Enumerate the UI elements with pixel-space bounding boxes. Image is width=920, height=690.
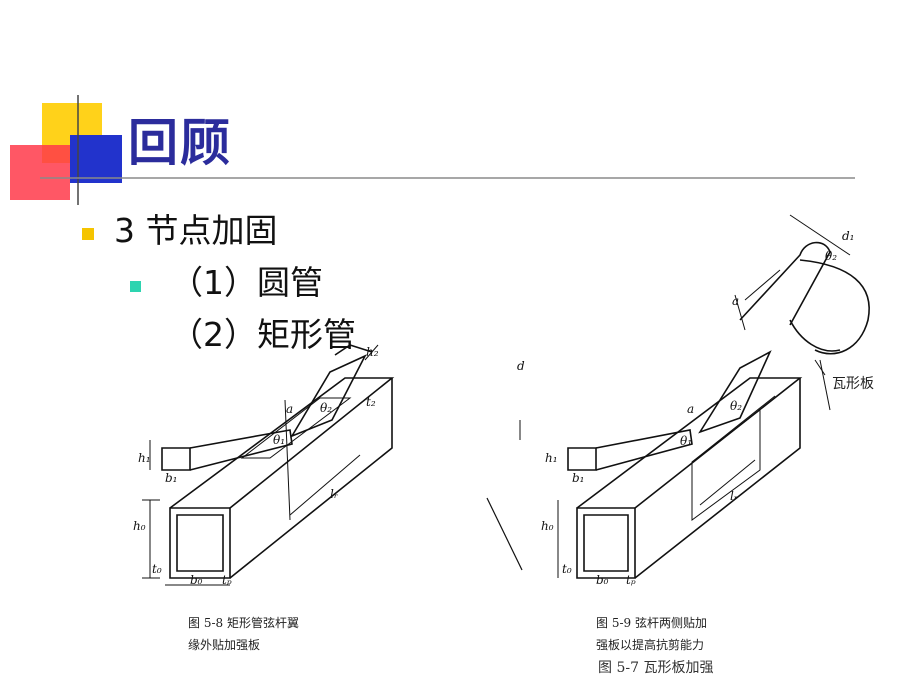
label-t2: t₂ [366,395,376,409]
bullet-square-yellow [82,228,94,240]
label-a-fig57: a [732,294,739,308]
caption-figure-5-9-line2: 强板以提高抗剪能力 [596,638,705,652]
bullet-text-joint-reinforcement: 3 节点加固 [114,211,278,250]
label-d1: d₁ [842,229,855,243]
figure-5-9-drawing [486,350,803,579]
figure-5-8-drawing [142,344,395,586]
label-tp: tₚ [222,573,232,587]
slide-title: 回顾 [128,114,232,172]
label-theta2-fig59: θ₂ [730,399,742,413]
label-saddle-plate: 瓦形板 [832,376,874,392]
label-h2: h₂ [366,345,379,359]
label-d: d [517,359,525,373]
caption-figure-5-9: 图 5-9 弦杆两侧贴加 强板以提高抗剪能力 [596,612,707,656]
bullet-text-round-tube: （1）圆管 [170,263,323,302]
bullet-square-teal [130,281,141,292]
caption-figure-5-9-line1: 图 5-9 弦杆两侧贴加 [596,616,707,630]
label-theta2-fig57: θ₂ [825,249,837,263]
caption-figure-5-8: 图 5-8 矩形管弦杆翼 缘外贴加强板 [188,612,299,656]
caption-figure-5-7: 图 5-7 瓦形板加强 [598,660,714,676]
label-h0: h₀ [133,519,146,533]
label-a-fig59: a [687,402,694,416]
label-theta1-fig59: θ₁ [680,434,692,448]
label-lr: lᵣ [330,487,338,501]
label-b0: b₀ [190,573,203,587]
deco-red-square [10,145,70,200]
caption-figure-5-8-line2: 缘外贴加强板 [188,638,261,652]
label-b1-fig59: b₁ [572,471,585,485]
label-t0-left: t₀ [152,562,162,576]
label-tp-fig59: tₚ [626,573,636,587]
figure-5-7-drawing [734,214,870,411]
clipped-bullet: （2）矩形管 [170,310,370,354]
caption-figure-5-8-line1: 图 5-8 矩形管弦杆翼 [188,616,299,630]
label-a: a [286,402,293,416]
label-t0-fig59: t₀ [562,562,572,576]
label-b1: b₁ [165,471,178,485]
label-h0-fig59: h₀ [541,519,554,533]
bullet-text-rect-tube: （2）矩形管 [170,315,356,354]
label-b0-fig59: b₀ [596,573,609,587]
label-theta2: θ₂ [320,401,332,415]
label-h1-fig59: h₁ [545,451,558,465]
label-theta1: θ₁ [273,433,285,447]
label-h1: h₁ [138,451,151,465]
label-lr-fig59: lᵣ [730,489,738,503]
